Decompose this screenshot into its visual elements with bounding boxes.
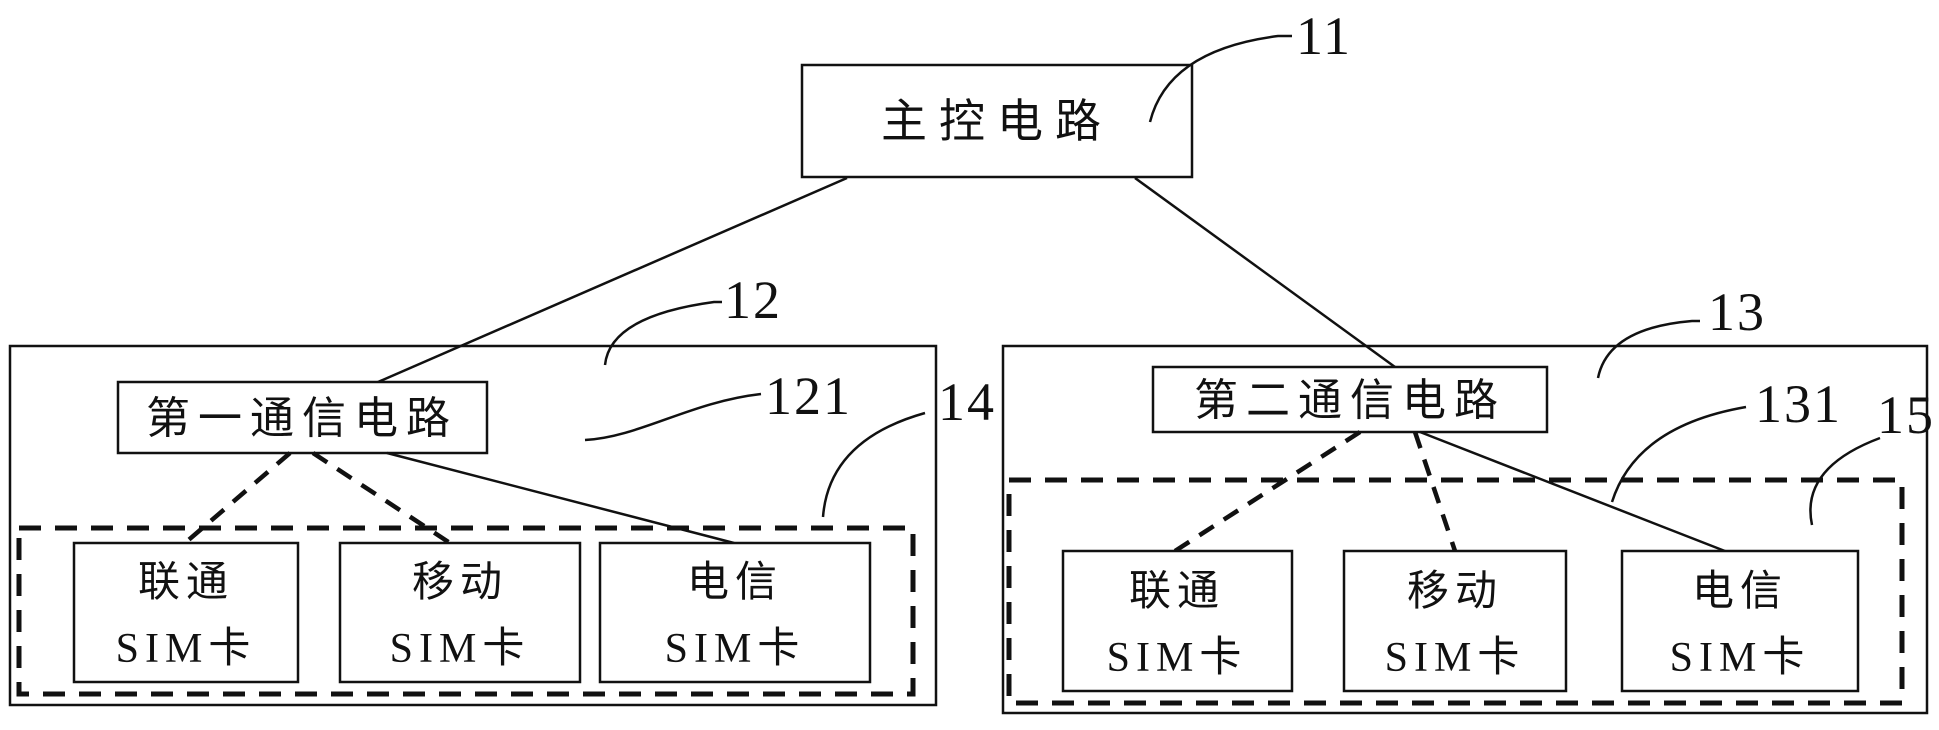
connector-master-to-left-circuit [377, 176, 848, 384]
left-sim-mobile-carrier: 移动 [412, 560, 508, 606]
leader-line-14 [821, 411, 926, 518]
right-sim-slot-dashed-box [1006, 477, 1905, 706]
right-sim-telecom-type: SIM卡 [1670, 635, 1811, 681]
right-sim-box-unicom [1061, 549, 1294, 693]
right-sim-mobile-type: SIM卡 [1385, 635, 1526, 681]
ref-label-121: 121 [765, 366, 852, 426]
left-sim-unicom-carrier: 联通 [138, 560, 234, 606]
left-sim-telecom-carrier: 电信 [687, 560, 783, 606]
leader-line-15 [1809, 436, 1881, 526]
ref-label-131: 131 [1755, 374, 1842, 434]
master-control-box [800, 63, 1194, 179]
leader-line-131 [1610, 405, 1747, 503]
left-sim-box-unicom [72, 541, 300, 684]
right-sim-unicom-carrier: 联通 [1129, 569, 1225, 615]
left-sim-box-mobile [338, 541, 582, 684]
right-sim-box-mobile [1342, 549, 1568, 693]
right-sim-mobile-carrier: 移动 [1407, 569, 1503, 615]
right-module-box [1001, 344, 1929, 715]
leader-line-11 [1148, 34, 1292, 123]
left-sim-box-telecom [598, 541, 872, 684]
left-sim-slot-dashed-box [16, 525, 916, 697]
leader-line-121 [584, 392, 762, 442]
left-comm-circuit-label: 第一通信电路 [146, 394, 458, 443]
ref-label-12: 12 [724, 270, 782, 330]
left-sim-telecom-type: SIM卡 [665, 626, 806, 672]
connector-right-circuit-to-telecom [1419, 430, 1731, 555]
ref-label-15: 15 [1877, 385, 1935, 445]
right-sim-box-telecom [1620, 549, 1860, 693]
master-control-label: 主控电路 [881, 96, 1113, 147]
ref-label-11: 11 [1296, 6, 1352, 66]
connector-left-circuit-to-unicom [183, 451, 292, 545]
left-comm-circuit-box [116, 380, 489, 455]
right-sim-telecom-carrier: 电信 [1692, 569, 1788, 615]
left-module-box [8, 344, 938, 707]
connector-right-circuit-to-mobile [1412, 431, 1458, 552]
leader-line-12 [603, 300, 722, 366]
right-comm-circuit-label: 第二通信电路 [1194, 376, 1506, 425]
connector-master-to-right-circuit [1134, 176, 1396, 369]
leader-line-13 [1596, 319, 1700, 379]
ref-label-13: 13 [1708, 282, 1766, 342]
right-comm-circuit-box [1151, 365, 1549, 434]
left-sim-mobile-type: SIM卡 [390, 626, 531, 672]
left-sim-unicom-type: SIM卡 [116, 626, 257, 672]
right-sim-unicom-type: SIM卡 [1107, 635, 1248, 681]
ref-label-14: 14 [938, 372, 996, 432]
connector-right-circuit-to-unicom [1173, 430, 1362, 553]
